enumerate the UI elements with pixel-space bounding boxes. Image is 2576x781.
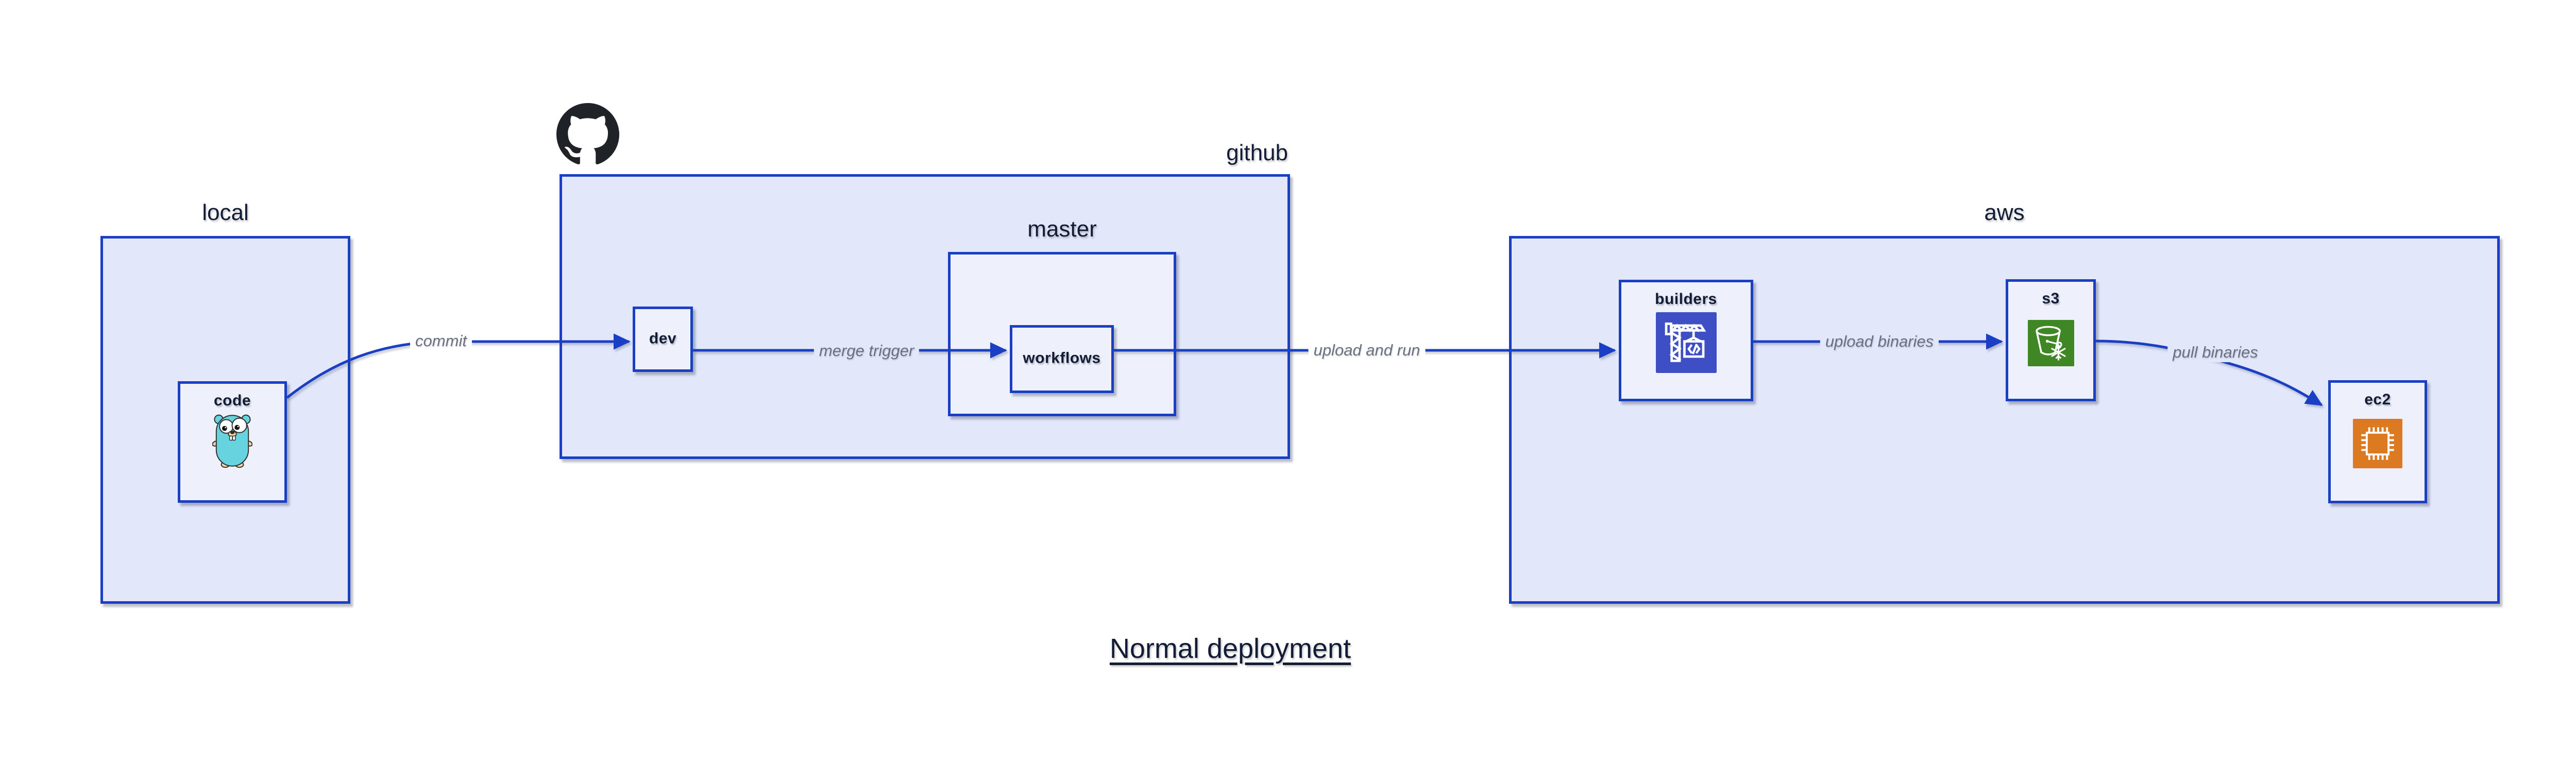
workflows-node: workflows (1010, 325, 1114, 393)
builders-node: builders (1619, 280, 1753, 401)
github-group-label: github (1226, 140, 1288, 165)
dev-node: dev (633, 307, 693, 372)
edge-label-commit: commit (410, 331, 472, 351)
edge-label-upload-and-run: upload and run (1308, 341, 1426, 360)
edge-label-upload-binaries: upload binaries (1820, 332, 1939, 351)
ec2-node: ec2 (2328, 380, 2427, 503)
edge-label-merge-trigger: merge trigger (814, 341, 920, 361)
image-builder-crane-icon (1655, 312, 1717, 373)
aws-group-label: aws (1984, 200, 2025, 225)
master-group-label: master (1027, 216, 1097, 242)
builders-node-label: builders (1655, 291, 1717, 308)
ec2-node-label: ec2 (2364, 391, 2391, 408)
ec2-chip-icon (2353, 419, 2402, 468)
s3-glacier-bucket-icon (2027, 320, 2074, 366)
code-node: code (178, 381, 287, 503)
workflows-node-label: workflows (1023, 349, 1101, 367)
dev-node-label: dev (649, 330, 677, 347)
local-group-label: local (202, 200, 249, 225)
diagram-title: Normal deployment (1109, 633, 1351, 664)
go-gopher-icon (212, 414, 252, 468)
edge-label-pull-binaries: pull binaries (2167, 343, 2263, 362)
code-node-label: code (213, 392, 251, 409)
github-octocat-icon (556, 103, 619, 164)
s3-node: s3 (2006, 279, 2096, 401)
edge-pull-binaries (2095, 339, 2323, 406)
s3-node-label: s3 (2042, 290, 2060, 307)
